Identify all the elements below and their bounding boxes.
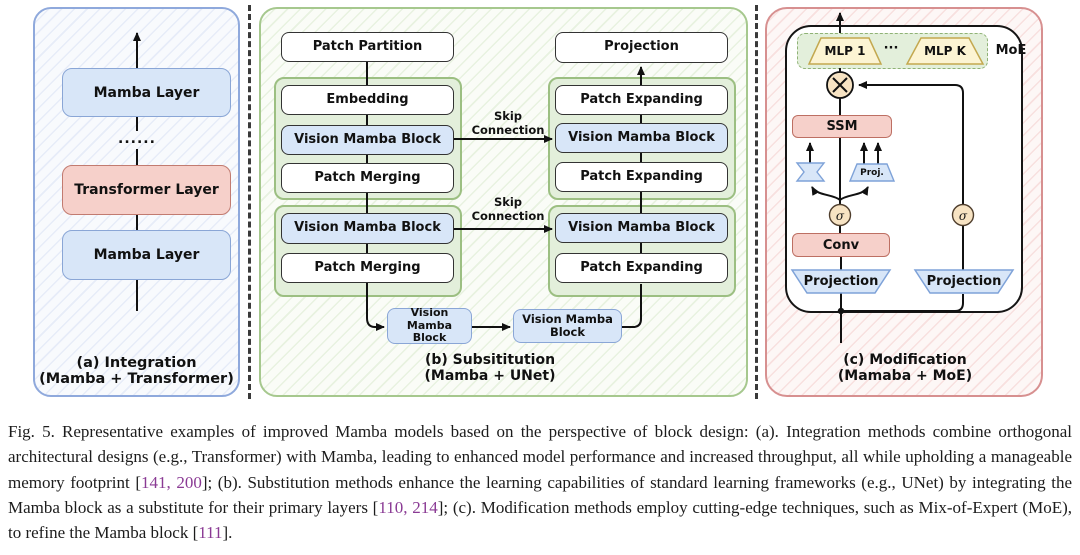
panel-b-label-line2: (Mamba + UNet) xyxy=(424,368,556,384)
projection-right-label: Projection xyxy=(926,273,1002,289)
box-label: Mamba Layer xyxy=(93,247,200,263)
panel-b-label: (b) Subsititution (Mamba + UNet) xyxy=(380,352,600,384)
junction-dot xyxy=(837,307,845,315)
ellipsis-dots: ...... xyxy=(118,131,156,147)
mamba-block-outline xyxy=(785,25,1023,313)
citation-link[interactable]: 111 xyxy=(198,523,223,543)
vision-mamba-block-box: Vision Mamba Block xyxy=(555,123,728,153)
arrow-c-branch-right xyxy=(839,186,869,201)
panel-b-label-line1: (b) Subsititution xyxy=(424,352,556,368)
panel-divider-left xyxy=(248,5,251,399)
figure-caption: Fig. 5. Representative examples of impro… xyxy=(8,419,1072,545)
proj-trapezoid xyxy=(848,163,896,182)
mlp-k-label: MLP K xyxy=(924,44,966,58)
mlp-1-trapezoid xyxy=(807,37,883,65)
citation-link[interactable]: 110, 214 xyxy=(378,497,438,517)
box-label: Mamba Layer xyxy=(93,84,200,101)
panel-c-label: (c) Modification (Mamaba + MoE) xyxy=(795,352,1015,384)
svg-text:σ: σ xyxy=(836,209,845,223)
line-c-branch-bottom xyxy=(841,294,964,312)
panel-b-substitution xyxy=(259,7,748,397)
proj-label: Proj. xyxy=(860,167,884,178)
arrow-c-gate xyxy=(858,81,964,204)
panel-a-label-line1: (a) Integration xyxy=(76,355,197,371)
bottleneck-vision-mamba-block-1: Vision Mamba Block xyxy=(387,306,472,344)
patch-expanding-box: Patch Expanding xyxy=(555,162,728,192)
skip-connection-label: Skip Connection xyxy=(471,109,545,137)
multiply-icon xyxy=(826,71,854,99)
caption-text: ]; (c). Modification methods employ cutt… xyxy=(8,497,1072,543)
panel-a-label-line2: (Mamba + Transformer) xyxy=(39,371,234,387)
skip-connection-label: Skip Connection xyxy=(471,195,545,223)
mlp-k-trapezoid xyxy=(905,37,985,65)
caption-text: ]; (b). Substitution methods enhance the… xyxy=(8,472,1073,517)
vision-mamba-block-box: Vision Mamba Block xyxy=(555,213,728,243)
connector-svg: σ σ xyxy=(133,12,1015,343)
projection-box: Projection xyxy=(555,32,728,63)
patch-merging-box: Patch Merging xyxy=(281,163,454,193)
caption-text: Fig. 5. Representative examples of impro… xyxy=(8,422,1072,492)
panel-c-label-line1: (c) Modification xyxy=(843,352,967,368)
sigma-icon: σ xyxy=(951,203,975,227)
conv-box: Conv xyxy=(792,233,890,257)
projection-left-label: Projection xyxy=(803,273,879,289)
panel-divider-right xyxy=(755,5,758,399)
mamba-layer-bottom-box: Mamba Layer xyxy=(62,230,231,280)
mlp-1-label: MLP 1 xyxy=(824,44,866,58)
citation-link[interactable]: 141, 200 xyxy=(140,472,202,492)
moe-dots: ··· xyxy=(883,40,899,56)
embedding-box: Vision Mamba Block Embedding xyxy=(281,85,454,115)
ssm-box: SSM xyxy=(792,115,892,138)
svg-text:σ: σ xyxy=(959,209,968,223)
vision-mamba-block-box: Vision Mamba Block xyxy=(281,213,454,244)
panel-a-label: (a) Integration (Mamba + Transformer) xyxy=(33,355,240,387)
arrow-c-branch-left xyxy=(811,186,841,201)
patch-expanding-box: Patch Expanding xyxy=(555,85,728,115)
vision-mamba-block-box: Vision Mamba Block xyxy=(281,125,454,155)
sigma-icon: σ xyxy=(828,203,852,227)
transformer-layer-box: Transformer Layer xyxy=(62,165,231,215)
bottleneck-vision-mamba-block-2: Vision Mamba Block xyxy=(513,309,622,343)
caption-text: ]. xyxy=(222,523,233,543)
projection-trapezoid-left xyxy=(790,269,892,294)
box-label: Transformer Layer xyxy=(74,182,219,198)
panel-c-label-line2: (Mamaba + MoE) xyxy=(837,368,973,384)
projection-trapezoid-right xyxy=(913,269,1015,294)
patch-merging-box: Patch Merging xyxy=(281,253,454,283)
mamba-layer-top-box: Mamba Layer xyxy=(62,68,231,117)
patch-expanding-box: Patch Expanding xyxy=(555,253,728,283)
reshape-icon xyxy=(795,162,826,182)
moe-label: MoE xyxy=(995,42,1027,58)
arrow-b-to-bottleneck xyxy=(366,283,385,331)
patch-partition-box: Patch Partition xyxy=(281,32,454,62)
line-b-riser xyxy=(622,284,642,328)
